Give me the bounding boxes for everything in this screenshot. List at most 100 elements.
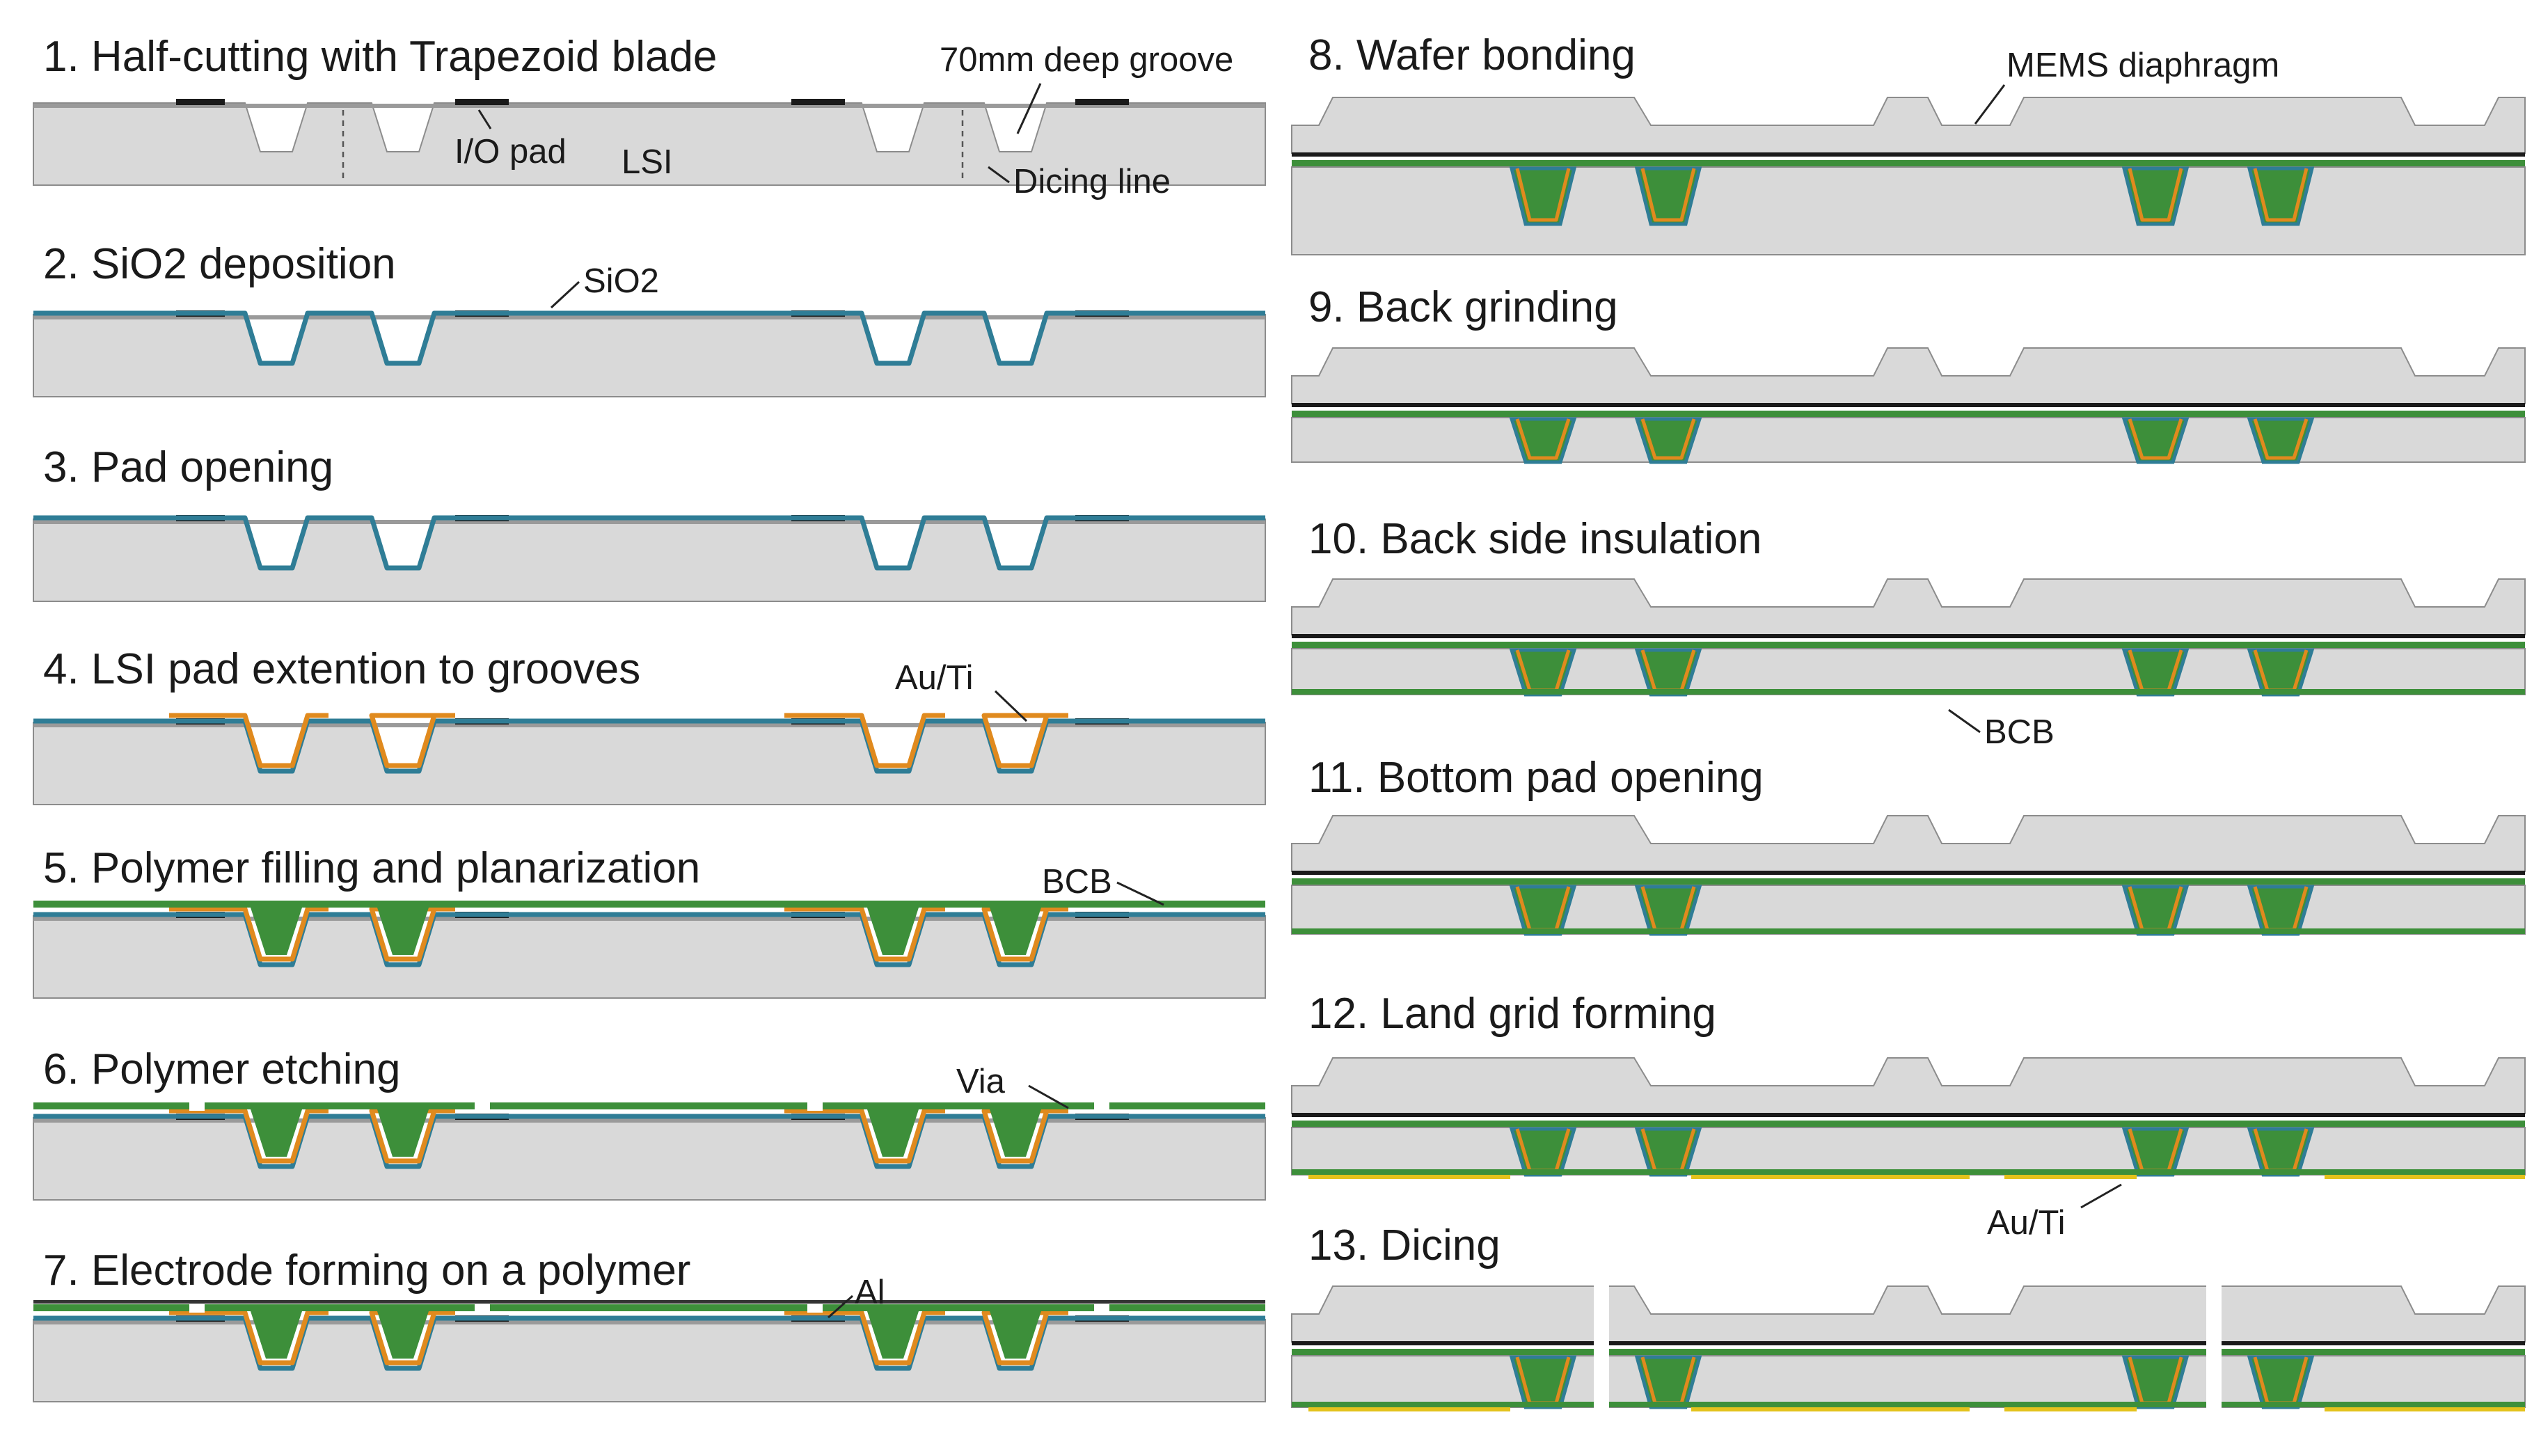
step-6-title: 6. Polymer etching <box>43 1045 400 1093</box>
lsi-substrate <box>33 102 1266 186</box>
io-pad <box>176 99 225 105</box>
via-opening <box>807 1303 823 1313</box>
bcb-groove-fill <box>377 908 429 955</box>
lsi-substrate <box>33 915 1266 999</box>
bcb-bond-layer <box>1292 642 2525 649</box>
bcb-bond-layer <box>1292 411 2525 418</box>
sio2-layer <box>33 310 1265 366</box>
step-8-title: 8. Wafer bonding <box>1308 31 1636 79</box>
bcb-bottom-insulation <box>1292 928 2525 934</box>
sio2-layer <box>33 1315 1265 1371</box>
au-ti-trace <box>2128 168 2183 222</box>
bcb-bottom-insulation <box>1292 1402 2525 1407</box>
bcb-groove-fill <box>990 1311 1041 1359</box>
step-3-title: 3. Pad opening <box>43 443 333 491</box>
step-titles: 1. Half-cutting with Trapezoid blade 2. … <box>43 31 1764 1295</box>
annotations: 70mm deep groove I/O pad LSI Dicing line… <box>454 41 2279 1319</box>
bcb-bottom-insulation <box>1292 1169 2525 1175</box>
sio2-layer <box>33 718 1265 774</box>
au-ti-trace <box>784 906 945 962</box>
step-11-cross-section <box>1291 815 2526 936</box>
step-12-title: 12. Land grid forming <box>1308 990 1716 1038</box>
step-8-cross-section <box>1291 97 2526 255</box>
step-5-title: 5. Polymer filling and planarization <box>43 844 700 892</box>
bcb-bottom-label: BCB <box>1984 713 2055 751</box>
via-opening <box>189 1101 205 1111</box>
bcb-groove-fill <box>867 1311 919 1359</box>
mems-cap-wafer <box>1291 578 2526 635</box>
dicing-kerf <box>1594 1283 1609 1423</box>
bcb-layer <box>33 1304 1265 1311</box>
io-pad <box>1075 99 1129 105</box>
step-7-title: 7. Electrode forming on a polymer <box>43 1247 690 1295</box>
groove-leader <box>1016 83 1042 134</box>
au-ti-trace <box>369 713 455 768</box>
land-grid-pad <box>2004 1175 2137 1179</box>
sio2-layer <box>33 1114 1265 1169</box>
land-grid-pad <box>2325 1407 2525 1411</box>
mems-cap-wafer <box>1291 347 2526 404</box>
au-ti-trace <box>1640 168 1696 222</box>
step-13-title: 13. Dicing <box>1308 1221 1501 1269</box>
dicing-line-label: Dicing line <box>1013 163 1171 200</box>
left-column-cross-sections <box>33 99 1266 1402</box>
au-ti-trace <box>784 713 945 768</box>
bcb-groove-fill <box>990 908 1041 955</box>
bcb-bond-layer <box>1292 878 2525 885</box>
lsi-label: LSI <box>622 143 673 181</box>
au-ti-trace <box>1515 418 1571 460</box>
lsi-substrate <box>1291 885 2526 935</box>
step-1-cross-section <box>33 99 1266 186</box>
au-ti-trace <box>1640 418 1696 460</box>
step-7-cross-section <box>33 1300 1266 1402</box>
io-pad <box>455 99 509 105</box>
land-grid-pad <box>1691 1407 1970 1411</box>
mems-label: MEMS diaphragm <box>2006 47 2279 84</box>
bcb-bond-layer <box>1292 1121 2525 1127</box>
mems-cap-wafer <box>1291 1057 2526 1114</box>
bcb-groove-fill <box>251 908 302 955</box>
step-12-cross-section <box>1291 1057 2526 1179</box>
via-opening <box>189 1303 205 1313</box>
via-opening <box>475 1101 490 1111</box>
via-opening <box>807 1101 823 1111</box>
land-grid-pad <box>1691 1175 1970 1179</box>
al-label: Al <box>855 1274 885 1311</box>
bcb-groove-fill <box>377 1109 429 1157</box>
bcb-top-leader <box>1116 881 1164 906</box>
step-6-cross-section <box>33 1101 1266 1201</box>
au-ti-bottom-label: Au/Ti <box>1987 1204 2066 1242</box>
lsi-substrate <box>1291 648 2526 695</box>
bcb-layer <box>33 901 1265 908</box>
step-4-title: 4. LSI pad extention to grooves <box>43 645 640 693</box>
lsi-substrate <box>33 722 1266 805</box>
via-opening <box>475 1303 490 1313</box>
sio2-leader <box>550 280 580 309</box>
au-ti-trace <box>169 713 328 768</box>
dicing-line-leader <box>988 166 1010 184</box>
via-leader <box>1028 1084 1069 1109</box>
au-ti-top-leader <box>994 690 1028 722</box>
step-9-cross-section <box>1291 347 2526 464</box>
au-ti-trace <box>784 1108 945 1164</box>
mems-cap-wafer <box>1291 815 2526 872</box>
au-ti-trace <box>981 713 1068 768</box>
au-ti-trace <box>2253 418 2309 460</box>
bcb-top-label: BCB <box>1042 863 1112 901</box>
mems-leader <box>1974 84 2006 125</box>
bcb-groove-fill <box>867 908 919 955</box>
lsi-substrate <box>33 1319 1266 1402</box>
via-opening <box>1094 1303 1109 1313</box>
bcb-groove-fill <box>251 1109 302 1157</box>
au-ti-trace <box>2253 168 2309 222</box>
dicing-kerf <box>2206 1283 2222 1423</box>
step-10-cross-section <box>1291 578 2526 697</box>
right-column-cross-sections <box>1291 97 2526 1423</box>
land-grid-pad <box>2325 1175 2525 1179</box>
lsi-substrate <box>1291 1355 2526 1408</box>
bcb-bottom-leader <box>1948 709 1981 734</box>
bcb-groove-fill <box>990 1109 1041 1157</box>
land-grid-pad <box>2004 1407 2137 1411</box>
au-ti-trace <box>1515 168 1571 222</box>
mems-cap-wafer <box>1291 97 2526 154</box>
